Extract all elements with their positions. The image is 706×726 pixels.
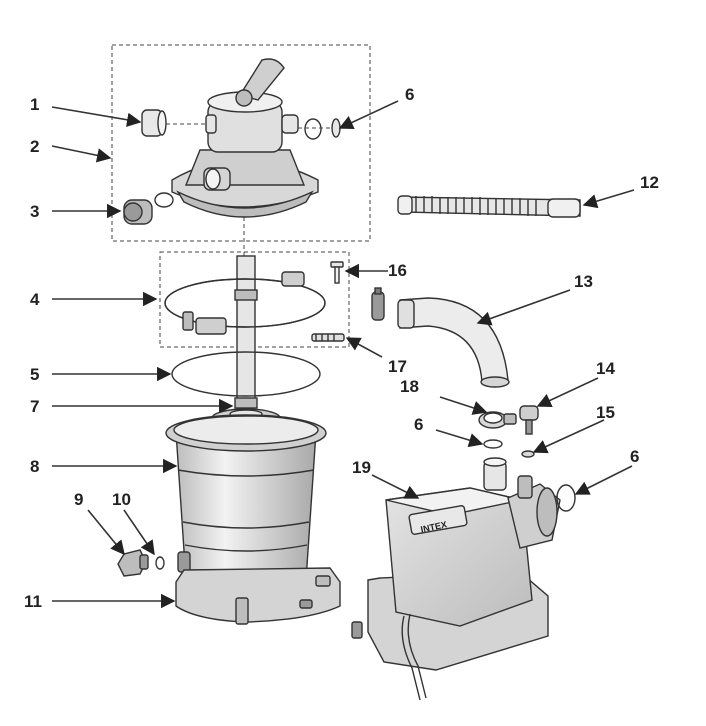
clamp-ring-part-4 — [164, 271, 326, 335]
callout-2: 2 — [30, 137, 39, 156]
center-pipe-part-7 — [234, 255, 258, 409]
callout-18: 18 — [400, 377, 419, 396]
callout-1: 1 — [30, 95, 39, 114]
pump-part-19: INTEX — [351, 457, 576, 701]
air-release-valve-part-14 — [519, 405, 539, 435]
callout-6-middle: 6 — [414, 415, 423, 434]
callout-6-right: 6 — [630, 447, 639, 466]
drain-plug-part-9 — [117, 549, 149, 577]
callout-7: 7 — [30, 397, 39, 416]
hose-connector-part-3 — [123, 192, 174, 225]
filter-tank-part-8 — [165, 414, 327, 589]
callout-3: 3 — [30, 202, 39, 221]
callout-14: 14 — [596, 359, 615, 378]
leader-arrows — [51, 100, 635, 609]
hose-part-12 — [397, 195, 581, 218]
callout-10: 10 — [112, 490, 131, 509]
callout-17: 17 — [388, 357, 407, 376]
callout-9: 9 — [74, 490, 83, 509]
callout-15: 15 — [596, 403, 615, 422]
clamp-part-18 — [478, 411, 517, 429]
gauge-part-1 — [141, 109, 206, 137]
callout-5: 5 — [30, 365, 39, 384]
washer-part-10 — [155, 556, 165, 570]
multiport-valve — [171, 58, 319, 218]
callout-4: 4 — [30, 290, 40, 309]
callout-6-top: 6 — [405, 85, 414, 104]
bracket-part-17 — [311, 333, 345, 342]
o-ring-part-6-middle — [483, 439, 503, 449]
callout-13: 13 — [574, 272, 593, 291]
callout-16: 16 — [388, 261, 407, 280]
o-ring-part-6-top — [298, 118, 341, 140]
callout-11: 11 — [24, 592, 42, 611]
callout-8: 8 — [30, 457, 39, 476]
o-ring-part-5 — [171, 351, 321, 397]
callout-19: 19 — [352, 458, 371, 477]
bolt-part-16 — [330, 261, 344, 284]
valve-group-box — [111, 44, 371, 242]
o-ring-part-15 — [521, 450, 535, 458]
tank-base-part-11 — [175, 567, 341, 625]
callout-12: 12 — [640, 173, 659, 192]
callout-numbers: 1 2 3 4 5 7 8 9 10 11 6 12 13 16 17 18 1… — [24, 85, 659, 611]
